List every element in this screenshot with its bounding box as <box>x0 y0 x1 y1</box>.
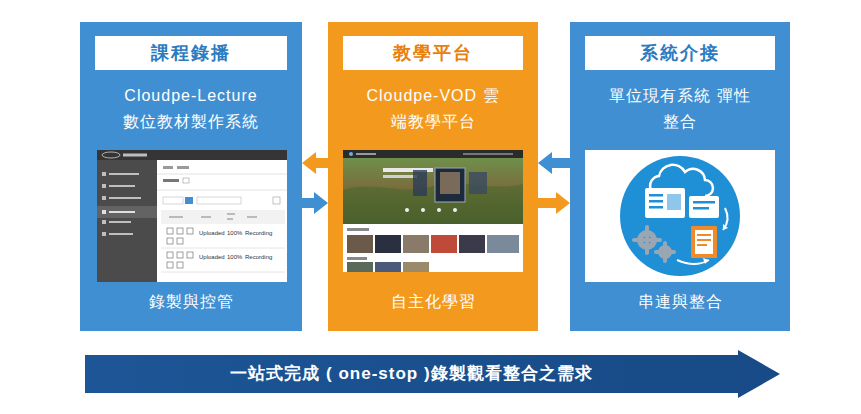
one-stop-band: 一站式完成 ( one-stop )錄製觀看整合之需求 <box>85 350 780 398</box>
table-cell: 100% <box>227 254 242 261</box>
band-arrow <box>85 350 780 398</box>
table-cell-wrap: Recording <box>245 230 272 237</box>
table-cell: Uploaded <box>199 230 225 237</box>
panel-footer: 串連與整合 <box>638 291 723 313</box>
table-cell-wrap: Uploaded <box>199 230 225 237</box>
panel-footer: 自主化學習 <box>391 291 476 313</box>
flow-arrow <box>302 192 328 214</box>
flow-arrow <box>538 152 570 174</box>
vod-screenshot <box>343 150 523 272</box>
integration-illustration <box>585 150 775 282</box>
table-cell: Recording <box>245 254 272 261</box>
panel-subtitle: 單位現有系統 彈性整合 <box>605 83 755 135</box>
table-cell: Recording <box>245 230 272 237</box>
lecture-screenshot <box>97 150 287 282</box>
panel-subtitle: Cloudpe-VOD 雲端教學平台 <box>358 83 508 135</box>
panel-footer: 錄製與控管 <box>149 291 234 313</box>
flow-arrow <box>302 152 328 174</box>
vod-panel: 教學平台 Cloudpe-VOD 雲端教學平台自主化學習 <box>328 22 538 331</box>
panel-heading: 系統介接 <box>585 36 775 70</box>
panel-subtitle: Cloudpe-Lecture 數位教材製作系統 <box>116 83 266 135</box>
flow-arrow <box>538 192 570 214</box>
band-text: 一站式完成 ( one-stop )錄製觀看整合之需求 <box>85 350 738 398</box>
lecture-panel: 課程錄播 Cloudpe-Lecture 數位教材製作系統錄製與控管 Uploade… <box>80 22 302 331</box>
table-cell-wrap: 100% <box>227 230 242 237</box>
table-cell: Uploaded <box>199 254 225 261</box>
table-cell-wrap: Uploaded <box>199 254 225 261</box>
table-cell-wrap: 100% <box>227 254 242 261</box>
panel-heading: 課程錄播 <box>95 36 287 70</box>
table-cell-wrap: Recording <box>245 254 272 261</box>
integration-panel: 系統介接單位現有系統 彈性整合串連與整合 <box>570 22 790 331</box>
table-cell: 100% <box>227 230 242 237</box>
panel-heading: 教學平台 <box>343 36 523 70</box>
